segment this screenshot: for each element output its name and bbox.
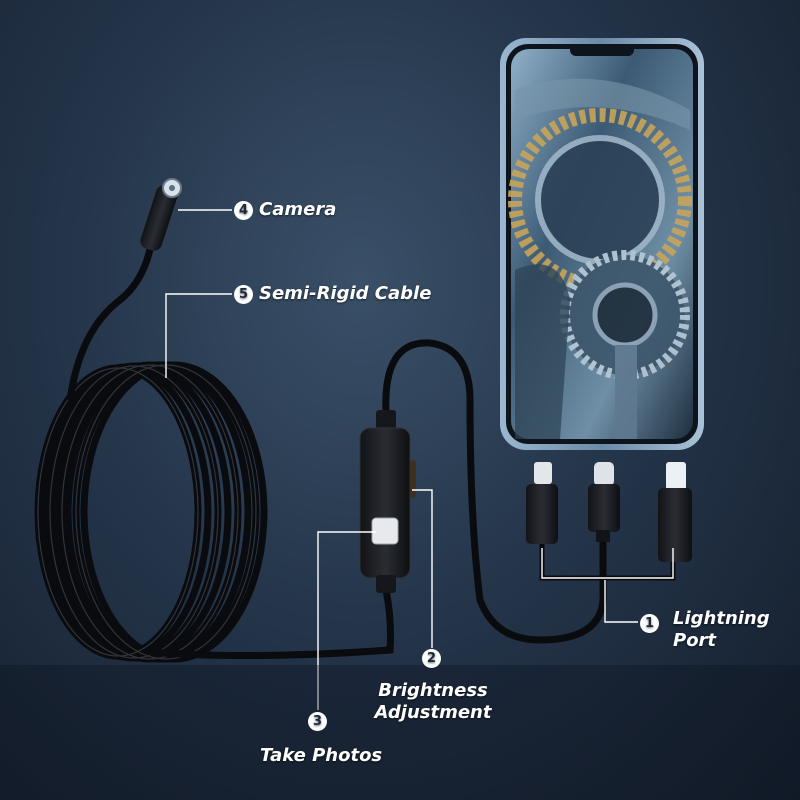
callout-text-line1: Lightning [673,608,770,629]
photo-button-icon [371,517,399,545]
phone-notch [570,44,634,56]
callout-brightness-adjustment: Brightness Adjustment [370,680,496,724]
callout-number-brightness: 2 [422,647,441,669]
lightning-connector-icon [666,462,686,490]
callout-semi-rigid-cable: 5 Semi-Rigid Cable [234,283,431,305]
brightness-wheel [410,460,416,498]
gear-image [508,78,692,439]
camera-cable [66,239,156,401]
callout-take-photos: Take Photos [260,745,382,767]
usb-c-connector-icon [594,462,614,486]
callout-number-lightning: 1 [640,612,659,634]
callout-text-line1: Brightness [378,680,488,701]
callout-number-take-photos: 3 [308,710,327,732]
callout-text: Camera [259,199,337,220]
callout-text-line2: Port [673,630,717,651]
callout-camera: 4 Camera [234,199,336,221]
camera-head [140,178,182,251]
callout-number: 4 [234,201,253,220]
callout-lightning-port: Lightning Port [673,608,770,652]
control-box [359,410,416,593]
smartphone [500,38,704,450]
callout-text: Take Photos [260,745,383,766]
connectors [526,462,692,581]
callout-number: 5 [234,285,253,304]
callout-text: Semi-Rigid Cable [259,283,432,304]
callout-lines [165,209,674,710]
micro-usb-connector-icon [534,462,552,484]
callout-text-line2: Adjustment [374,702,492,723]
main-cable [382,339,607,644]
